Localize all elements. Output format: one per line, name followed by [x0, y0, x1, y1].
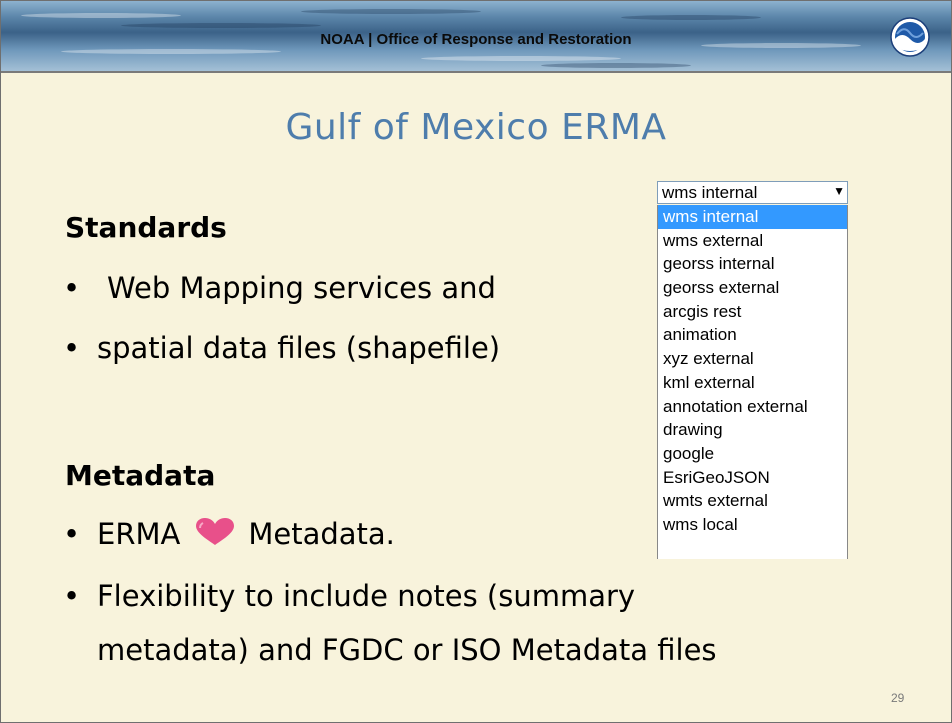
dropdown-option[interactable]: annotation external	[663, 396, 808, 416]
bullet-item: •Web Mapping services and	[63, 271, 496, 305]
dropdown-option[interactable]: georss external	[663, 278, 780, 298]
dropdown-option[interactable]: georss internal	[663, 254, 775, 274]
banner-divider	[1, 71, 951, 73]
bullet-item: •Flexibility to include notes (summary	[63, 579, 636, 613]
noaa-logo-icon	[890, 17, 930, 57]
metadata-heading: Metadata	[65, 459, 216, 492]
select-value: wms internal	[662, 183, 758, 202]
banner: NOAA | Office of Response and Restoratio…	[1, 1, 951, 71]
bullet-continuation: metadata) and FGDC or ISO Metadata files	[97, 633, 717, 667]
bullet-text: ERMA	[97, 517, 181, 551]
dropdown-option[interactable]: wms local	[663, 514, 738, 534]
dropdown-option[interactable]: kml external	[663, 372, 755, 392]
bullet-text: Flexibility to include notes (summary	[97, 579, 636, 613]
dropdown-option[interactable]: arcgis rest	[663, 301, 742, 321]
dropdown-option[interactable]: xyz external	[663, 349, 754, 369]
dropdown-option[interactable]: animation	[663, 325, 737, 345]
banner-text: NOAA | Office of Response and Restoratio…	[320, 31, 632, 48]
slide-title: Gulf of Mexico ERMA	[285, 107, 667, 148]
layer-type-select[interactable]: wms internal ▼	[657, 181, 848, 204]
dropdown-arrow-icon[interactable]: ▼	[833, 184, 845, 198]
dropdown-option[interactable]: wms external	[663, 230, 764, 250]
bullet-item: •spatial data files (shapefile)	[63, 331, 501, 365]
bullet-text: Metadata.	[248, 517, 395, 551]
standards-heading: Standards	[65, 211, 227, 244]
dropdown-option[interactable]: wmts external	[663, 491, 768, 511]
bullet-text: spatial data files (shapefile)	[97, 331, 501, 365]
layer-type-options: wms internal wms external georss interna…	[657, 205, 848, 559]
bullet-text: Web Mapping services and	[107, 271, 496, 305]
dropdown-option[interactable]: google	[663, 443, 715, 463]
heart-icon	[196, 518, 235, 545]
dropdown-option[interactable]: EsriGeoJSON	[663, 467, 770, 487]
dropdown-option[interactable]: wms internal	[658, 205, 847, 229]
page-number: 29	[891, 691, 905, 705]
dropdown-option[interactable]: drawing	[663, 420, 723, 440]
